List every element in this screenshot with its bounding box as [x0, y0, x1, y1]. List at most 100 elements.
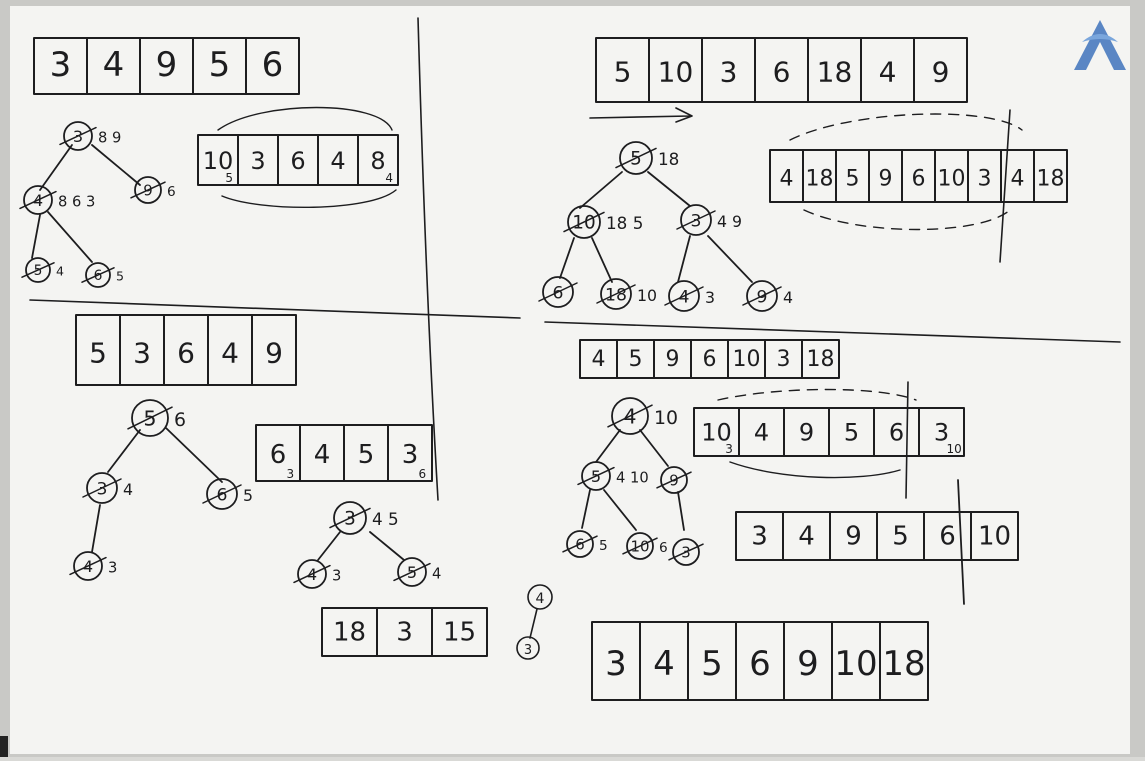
tree-node-new-value: 6	[167, 184, 176, 200]
arc-arrow	[221, 189, 397, 208]
array-cell-sub: 3	[286, 467, 294, 481]
tree-node-new-value: 3	[332, 567, 341, 584]
board-surface	[10, 6, 1130, 754]
arc-arrow	[217, 106, 393, 131]
tree-node-old-value: 4	[679, 287, 690, 307]
array-cell: 3	[777, 347, 791, 372]
array-cell: 4	[592, 347, 606, 372]
array-cell: 4	[653, 644, 675, 684]
strike-line	[742, 286, 782, 306]
tree-node-new-value: 10	[637, 286, 657, 305]
array-cell: 6	[177, 337, 195, 370]
array-cell: 5	[701, 644, 723, 684]
array-cell: 10	[733, 347, 761, 372]
array-cell: 4	[330, 147, 345, 175]
strike-line	[69, 556, 107, 576]
tree-node-circle	[567, 205, 601, 239]
br-node-rr: 3	[668, 538, 704, 566]
tr-node-root: 5 18	[615, 141, 679, 175]
array-cell: 10	[701, 419, 732, 447]
tree-edge	[639, 429, 669, 467]
dashed-arc	[789, 113, 1023, 141]
tree-edge	[529, 608, 538, 639]
array-cell-sub: 5	[225, 171, 233, 185]
array-cell: 5	[89, 337, 107, 370]
tree-edge	[677, 491, 685, 531]
array-cell: 10	[834, 644, 877, 684]
array-cell: 9	[799, 419, 814, 447]
tree-node-new-value: 6	[174, 409, 186, 431]
array-cell-sub: 10	[946, 442, 961, 456]
array-cell: 9	[845, 522, 862, 552]
array-cell: 4	[798, 522, 815, 552]
dashed-arc	[803, 209, 1011, 231]
tree-node-circle	[206, 478, 238, 510]
array-cell: 9	[156, 45, 178, 85]
strike-line	[668, 543, 704, 561]
tree-node-new-value: 4	[123, 480, 133, 499]
tree-edge	[677, 235, 691, 283]
tree-node-new-value: 3	[705, 288, 715, 307]
tree-node-circle	[660, 466, 688, 494]
array-cell: 4	[879, 56, 897, 89]
tree-node-circle	[134, 176, 162, 204]
array-cell: 3	[605, 644, 627, 684]
array-cell: 5	[892, 522, 909, 552]
tree-node-circle	[527, 584, 553, 610]
array-cell: 5	[358, 440, 375, 470]
array-cell: 18	[333, 618, 366, 648]
array-cell: 10	[203, 147, 234, 175]
strike-line	[59, 126, 97, 146]
strike-line	[596, 284, 636, 304]
tree-node-circle	[611, 397, 649, 435]
tree-node-old-value: 5	[630, 149, 642, 170]
tree-node-circle	[397, 557, 427, 587]
tree-node-old-value: 3	[344, 509, 356, 530]
array-cell: 8	[370, 147, 385, 175]
array-cell: 4	[754, 419, 769, 447]
tree-edge	[91, 144, 141, 186]
tree-edge	[581, 489, 591, 529]
strike-line	[130, 181, 166, 199]
array-cell: 5	[846, 166, 860, 191]
array-outline	[769, 149, 1068, 203]
array-cell: 3	[133, 337, 151, 370]
array-cell: 4	[314, 440, 331, 470]
tree-node-old-value: 5	[34, 263, 43, 279]
tree-edge	[603, 489, 637, 531]
tree-node-value: 3	[524, 643, 532, 658]
tree-node-circle	[297, 559, 327, 589]
tree-node-old-value: 10	[572, 213, 595, 234]
quadrant-dividers	[29, 17, 1121, 501]
strike-line	[622, 537, 658, 555]
arrow	[589, 107, 693, 123]
partition-line	[905, 381, 909, 499]
tree-edge	[707, 235, 753, 283]
tree-edge	[579, 171, 623, 209]
array-cell: 3	[978, 166, 992, 191]
tree-node-circle	[73, 551, 103, 581]
array-cell: 10	[978, 522, 1011, 552]
tree-node-old-value: 6	[217, 485, 228, 505]
tree-node-circle	[626, 532, 654, 560]
tr-node-ll: 6	[538, 276, 578, 308]
tree-node-new-value: 18	[658, 149, 679, 169]
array-cell: 18	[807, 347, 835, 372]
tree-node-circle	[85, 262, 111, 288]
logo-icon	[1074, 20, 1126, 70]
tree-node-new-value: 4 10	[616, 469, 649, 486]
strike-line	[393, 562, 431, 582]
tree-node-circle	[668, 280, 700, 312]
strike-line	[676, 210, 716, 230]
